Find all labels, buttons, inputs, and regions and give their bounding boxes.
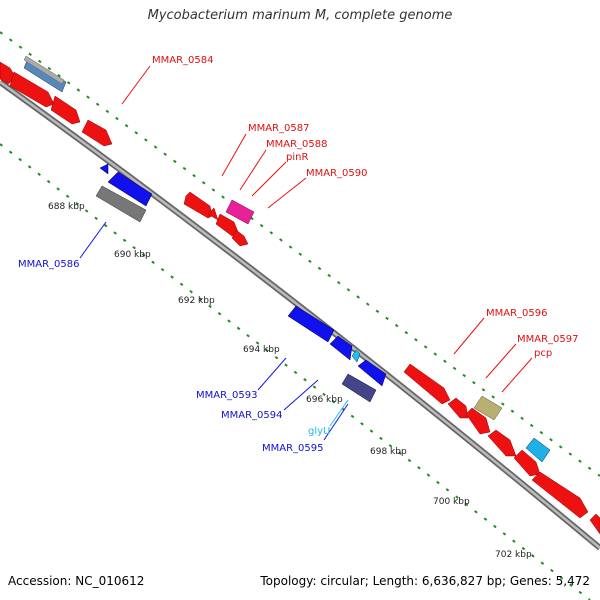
label-mmar-0586[interactable]: MMAR_0586 (18, 259, 80, 270)
gene-feature[interactable] (99, 163, 109, 175)
ruler-label: 698 kbp (370, 447, 407, 457)
ruler-label: 700 kbp (433, 497, 470, 507)
ruler-label: 694 kbp (243, 345, 280, 355)
gene-feature[interactable] (225, 199, 255, 225)
gene-labels: MMAR_0584 MMAR_0587 MMAR_0588 pinR MMAR_… (18, 55, 579, 454)
gene-feature[interactable] (329, 335, 353, 361)
label-mmar-0584[interactable]: MMAR_0584 (152, 55, 214, 66)
label-pinr[interactable]: pinR (286, 152, 308, 163)
label-glyu[interactable]: glyU (308, 426, 330, 437)
label-mmar-0593[interactable]: MMAR_0593 (196, 390, 258, 401)
gene-feature[interactable] (351, 349, 361, 363)
map-title: Mycobacterium marinum M, complete genome (147, 8, 453, 23)
ruler-label: 688 kbp (48, 202, 85, 212)
gene-feature[interactable] (81, 119, 113, 147)
ruler-label: 702 kbp (495, 550, 532, 560)
gene-feature[interactable] (525, 437, 551, 463)
label-mmar-0594[interactable]: MMAR_0594 (221, 410, 283, 421)
gene-feature[interactable] (473, 395, 503, 421)
gene-feature[interactable] (107, 171, 153, 207)
ruler-track (0, 143, 591, 600)
gene-feature[interactable] (9, 71, 55, 108)
label-mmar-0596[interactable]: MMAR_0596 (486, 308, 548, 319)
label-mmar-0595[interactable]: MMAR_0595 (262, 443, 324, 454)
gene-feature[interactable] (287, 305, 335, 343)
ruler-tracks (0, 31, 600, 600)
label-mmar-0590[interactable]: MMAR_0590 (306, 168, 368, 179)
label-mmar-0587[interactable]: MMAR_0587 (248, 123, 310, 134)
label-pcp[interactable]: pcp (534, 348, 552, 359)
gene-feature[interactable] (487, 429, 517, 457)
gene-feature[interactable] (231, 229, 249, 247)
label-leaders (79, 65, 533, 441)
gene-feature[interactable] (513, 449, 541, 477)
gene-feature[interactable] (357, 359, 387, 387)
label-mmar-0597[interactable]: MMAR_0597 (517, 334, 579, 345)
gene-feature[interactable] (341, 373, 377, 403)
gene-feature[interactable] (23, 55, 65, 85)
gene-feature[interactable] (531, 471, 589, 519)
ruler-label: 690 kbp (114, 250, 151, 260)
ruler-label: 696 kbp (306, 395, 343, 405)
genes (0, 55, 600, 535)
gene-feature[interactable] (589, 513, 600, 535)
accession-text: Accession: NC_010612 (8, 574, 145, 588)
gene-feature[interactable] (465, 407, 491, 435)
genome-backbone (0, 79, 600, 551)
label-mmar-0588[interactable]: MMAR_0588 (266, 139, 328, 150)
ruler-labels: 688 kbp 690 kbp 692 kbp 694 kbp 696 kbp … (48, 202, 532, 560)
ruler-label: 692 kbp (178, 296, 215, 306)
gene-feature[interactable] (95, 185, 147, 223)
gene-feature[interactable] (207, 207, 219, 221)
ruler-track (0, 31, 600, 477)
genome-info-text: Topology: circular; Length: 6,636,827 bp… (260, 574, 590, 588)
gene-feature[interactable] (403, 363, 451, 405)
gene-feature[interactable] (447, 397, 469, 419)
gene-feature[interactable] (50, 95, 81, 125)
